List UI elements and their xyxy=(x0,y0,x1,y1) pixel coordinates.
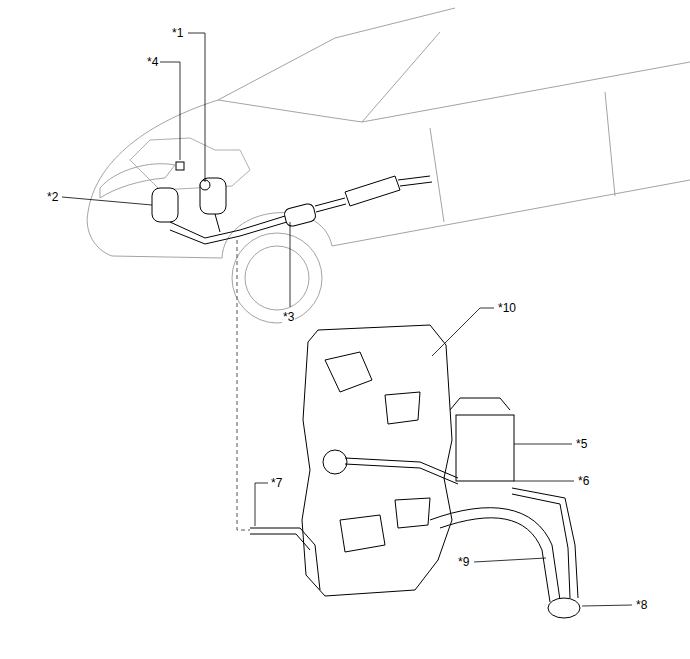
leader-line xyxy=(255,483,268,526)
wheel-rim xyxy=(245,246,309,310)
door-line xyxy=(605,92,615,196)
tail-pipe xyxy=(398,176,432,186)
callout-number: *3 xyxy=(282,310,295,324)
callout-number: *1 xyxy=(171,26,184,40)
a-pillar xyxy=(362,32,440,122)
callout-number: *6 xyxy=(577,474,590,488)
exhaust-system xyxy=(152,162,432,244)
leader-line xyxy=(290,222,291,307)
leader-line xyxy=(514,444,572,445)
front-pipe xyxy=(215,214,220,232)
reference-dashed-line xyxy=(237,240,250,530)
callout-number: *10 xyxy=(497,301,517,315)
wheel-arch xyxy=(222,213,332,258)
belt-line xyxy=(362,62,690,122)
front-catalyst xyxy=(152,188,178,222)
muffler xyxy=(345,176,400,206)
fuel-lines xyxy=(250,528,320,590)
leader-line xyxy=(582,605,632,606)
leader-line xyxy=(62,197,152,205)
callout-number: *2 xyxy=(46,190,59,204)
sensor-box xyxy=(176,162,184,170)
leader-line xyxy=(188,33,205,182)
callout-number: *9 xyxy=(457,555,470,569)
callout-number: *5 xyxy=(575,437,588,451)
fuel-pump-cover xyxy=(323,450,347,474)
engine-block xyxy=(130,138,250,190)
callout-number: *4 xyxy=(146,55,159,69)
door-line xyxy=(430,128,444,222)
canister-bracket xyxy=(450,398,510,410)
leader-line xyxy=(432,308,494,356)
filler-cap xyxy=(548,598,580,618)
wheel xyxy=(232,233,322,323)
leader-line xyxy=(514,481,574,482)
center-pipe xyxy=(315,198,346,212)
fuel-tank xyxy=(302,325,452,596)
charcoal-canister xyxy=(456,415,514,481)
leader-line xyxy=(160,62,180,160)
engine-outline xyxy=(130,138,250,190)
leader-lines xyxy=(62,33,632,606)
car-body xyxy=(87,8,690,323)
filler-neck xyxy=(430,508,560,602)
leader-line xyxy=(474,558,546,562)
center-catalyst xyxy=(283,203,316,228)
vapor-hose xyxy=(345,458,458,484)
front-pipe xyxy=(170,216,285,238)
callout-number: *8 xyxy=(635,598,648,612)
windshield xyxy=(218,8,455,100)
fuel-system xyxy=(250,325,580,618)
front-catalyst xyxy=(200,178,226,214)
cowl-line xyxy=(218,100,362,122)
breather-pipe xyxy=(512,488,578,598)
front-pipe xyxy=(170,222,287,244)
callout-number: *7 xyxy=(270,476,283,490)
